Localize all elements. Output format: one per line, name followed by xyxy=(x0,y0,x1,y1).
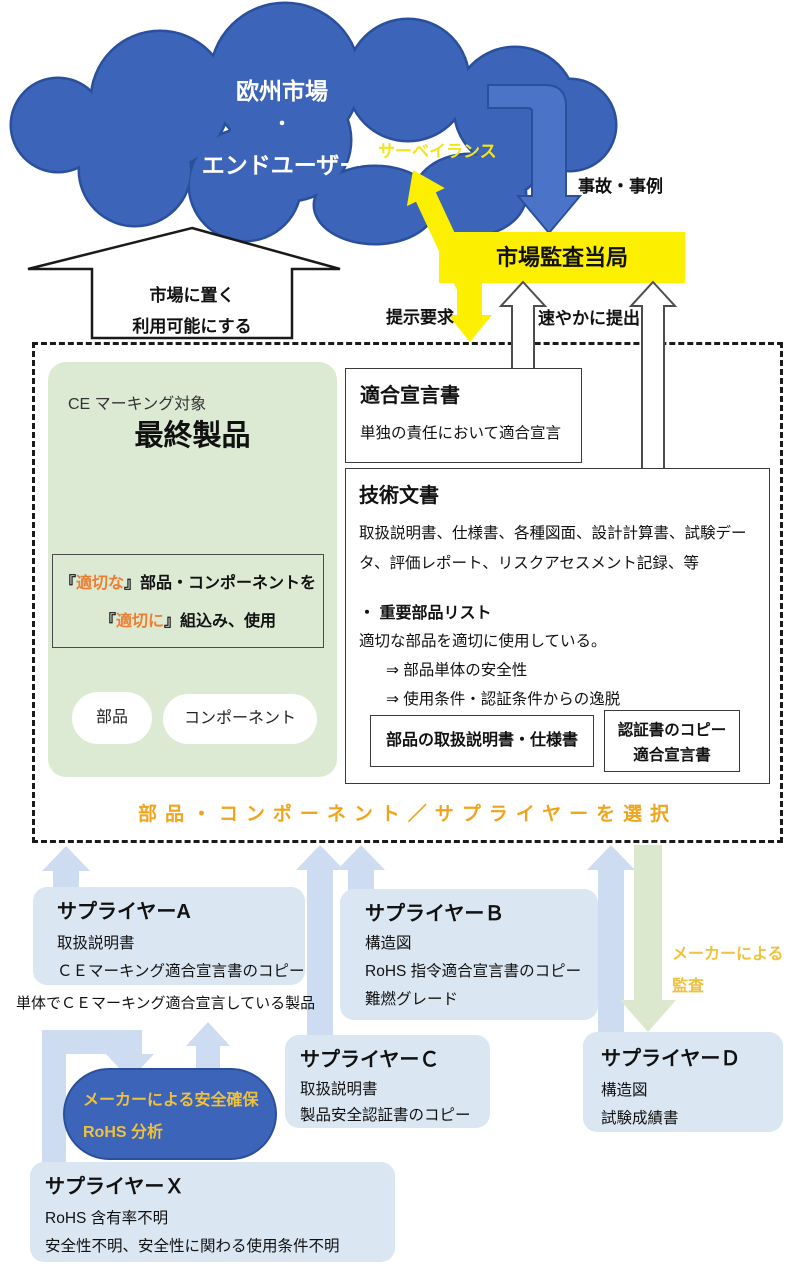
submit-label: 速やかに提出 xyxy=(538,309,640,328)
place-on-market-line2: 利用可能にする xyxy=(132,317,252,336)
tech-doc-arrow-line1: ⇒ 部品単体の安全性 xyxy=(386,662,528,679)
supplier-a-box: サプライヤーA 取扱説明書 ＣＥマーキング適合宣言書のコピー xyxy=(33,887,305,985)
tech-doc-box: 技術文書 取扱説明書、仕様書、各種図面、設計計算書、試験データ、評価レポート、リ… xyxy=(345,468,770,784)
safety-ellipse-line1: メーカーによる安全確保 xyxy=(83,1092,259,1109)
cloud-dot: ・ xyxy=(273,114,291,134)
manufacturer-boundary-dashed-box xyxy=(32,342,783,843)
ce-marking-caption: CE マーキング対象 xyxy=(68,396,207,413)
supplier-c-line2: 製品安全認証書のコピー xyxy=(300,1107,471,1124)
supplier-a-caption: 単体でＣＥマーキング適合宣言している製品 xyxy=(16,995,316,1012)
critical-parts-bullet: ・ 重要部品リスト xyxy=(359,605,492,622)
supplier-x-line1: RoHS 含有率不明 xyxy=(45,1210,169,1227)
incident-elbow-arrow-icon xyxy=(487,84,583,235)
supplier-a-title: サプライヤーA xyxy=(57,901,191,923)
cloud-enduser-label: エンドユーザー xyxy=(201,152,363,178)
supplier-x-title: サプライヤーＸ xyxy=(45,1176,185,1198)
audit-down-arrow-icon xyxy=(620,845,676,1032)
supplier-a-line1: 取扱説明書 xyxy=(57,935,135,952)
place-on-market-arrow-icon xyxy=(27,226,341,340)
tech-doc-body: 取扱説明書、仕様書、各種図面、設計計算書、試験データ、評価レポート、リスクアセス… xyxy=(359,525,747,572)
proper-parts-note: 『適切な』部品・コンポーネントを 『適切に』組込み、使用 xyxy=(52,554,324,648)
tech-doc-title: 技術文書 xyxy=(359,485,439,507)
cloud-market-label: 欧州市場 xyxy=(236,78,328,104)
final-product-title: 最終製品 xyxy=(134,420,251,452)
place-on-market-line1: 市場に置く xyxy=(149,286,235,305)
supplier-b-line1: 構造図 xyxy=(365,935,412,952)
proper-line2: 『適切に』組込み、使用 xyxy=(99,613,277,630)
supplier-b-box: サプライヤーＢ 構造図 RoHS 指令適合宣言書のコピー 難燃グレード xyxy=(340,889,598,1020)
doc-box-title: 適合宣言書 xyxy=(360,385,460,407)
surveillance-label: サーベイランス xyxy=(378,142,497,161)
supplier-b-line2: RoHS 指令適合宣言書のコピー xyxy=(365,963,582,980)
ce-final-product-panel: CE マーキング対象 最終製品 『適切な』部品・コンポーネントを 『適切に』組込… xyxy=(48,362,337,777)
supplier-x-box: サプライヤーＸ RoHS 含有率不明 安全性不明、安全性に関わる使用条件不明 xyxy=(30,1162,395,1262)
supplier-c-title: サプライヤーＣ xyxy=(300,1049,440,1071)
supplier-c-line1: 取扱説明書 xyxy=(300,1081,378,1098)
certificate-copy-line2: 適合宣言書 xyxy=(633,747,711,764)
certificate-copy-line1: 認証書のコピー xyxy=(617,722,727,739)
supplier-c-up-arrow-icon xyxy=(296,845,344,1045)
doc-box: 適合宣言書 単独の責任において適合宣言 xyxy=(345,368,582,463)
analysis-up-arrow-icon xyxy=(186,1022,230,1070)
parts-manual-box: 部品の取扱説明書・仕様書 xyxy=(370,715,594,767)
audit-label-line2: 監査 xyxy=(672,978,705,995)
surveillance-arrow-icon xyxy=(406,170,482,301)
supplier-d-up-arrow-icon xyxy=(587,845,635,1045)
supplier-d-line1: 構造図 xyxy=(601,1082,648,1099)
supplier-c-box: サプライヤーＣ 取扱説明書 製品安全認証書のコピー xyxy=(285,1035,490,1128)
supplier-a-up-arrow-icon xyxy=(42,846,90,892)
selection-label: 部品・コンポーネント／サプライヤーを選択 xyxy=(137,804,678,825)
authority-box-label: 市場監査当局 xyxy=(495,245,628,270)
supplier-d-box: サプライヤーＤ 構造図 試験成績書 xyxy=(583,1032,783,1132)
supplier-x-line2: 安全性不明、安全性に関わる使用条件不明 xyxy=(45,1238,340,1255)
maker-safety-ellipse: メーカーによる安全確保 RoHS 分析 xyxy=(63,1068,277,1160)
proper-line1: 『適切な』部品・コンポーネントを xyxy=(59,575,317,592)
supplier-b-title: サプライヤーＢ xyxy=(365,903,505,925)
supplier-b-up-arrow-icon xyxy=(337,845,385,900)
tech-doc-line1: 適切な部品を適切に使用している。 xyxy=(359,633,607,650)
supplier-b-line3: 難燃グレード xyxy=(365,991,459,1008)
tech-doc-arrow-line2: ⇒ 使用条件・認証条件からの逸脱 xyxy=(386,691,621,708)
incident-label: 事故・事例 xyxy=(578,177,663,196)
component-pill: コンポーネント xyxy=(163,694,317,744)
authority-box xyxy=(439,232,685,283)
parts-pill: 部品 xyxy=(72,692,152,744)
request-down-arrow-icon xyxy=(448,278,492,342)
supplier-d-line2: 試験成績書 xyxy=(601,1110,679,1127)
request-label: 提示要求 xyxy=(386,308,454,327)
supplier-a-line2: ＣＥマーキング適合宣言書のコピー xyxy=(57,963,305,980)
audit-label-line1: メーカーによる xyxy=(672,946,784,963)
doc-box-body: 単独の責任において適合宣言 xyxy=(360,425,562,442)
safety-ellipse-line2: RoHS 分析 xyxy=(83,1124,164,1141)
supplier-d-title: サプライヤーＤ xyxy=(601,1048,741,1070)
certificate-copy-box: 認証書のコピー 適合宣言書 xyxy=(604,710,740,772)
